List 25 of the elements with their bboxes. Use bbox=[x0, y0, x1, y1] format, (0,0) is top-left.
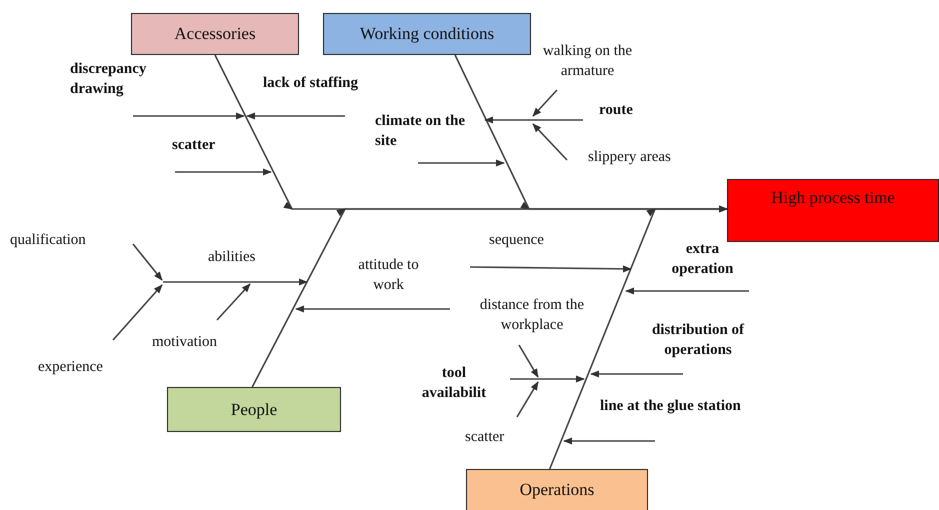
cause-label: attitude to work bbox=[357, 256, 420, 294]
cause-label: lack of staffing bbox=[263, 74, 358, 93]
cause-label: qualification bbox=[10, 231, 86, 250]
cause-label: tool availabilit bbox=[420, 364, 488, 402]
cause-label: abilities bbox=[208, 248, 256, 267]
cause-label: discrepancy drawing bbox=[70, 60, 148, 98]
cause-label: distance from the workplace bbox=[478, 296, 586, 334]
cause-label: distribution of operations bbox=[650, 321, 746, 360]
bone-arrow bbox=[548, 206, 727, 470]
cause-label: extra operation bbox=[670, 240, 734, 278]
cause-label: experience bbox=[38, 358, 103, 377]
category-box: Accessories bbox=[131, 13, 299, 55]
cause-label: slippery areas bbox=[588, 148, 671, 167]
cause-label: sequence bbox=[489, 231, 544, 250]
category-box: Working conditions bbox=[323, 13, 531, 55]
cause-label: motivation bbox=[152, 333, 217, 352]
cause-label: climate on the site bbox=[375, 112, 465, 150]
category-box: Operations bbox=[466, 469, 648, 510]
cause-label: scatter bbox=[172, 136, 216, 155]
effect-box: High process time bbox=[727, 179, 939, 242]
cause-label: scatter bbox=[465, 428, 504, 447]
cause-label: line at the glue station bbox=[600, 397, 741, 416]
cause-label: walking on the armature bbox=[542, 42, 634, 80]
category-box: People bbox=[167, 387, 341, 432]
cause-label: route bbox=[599, 101, 633, 120]
